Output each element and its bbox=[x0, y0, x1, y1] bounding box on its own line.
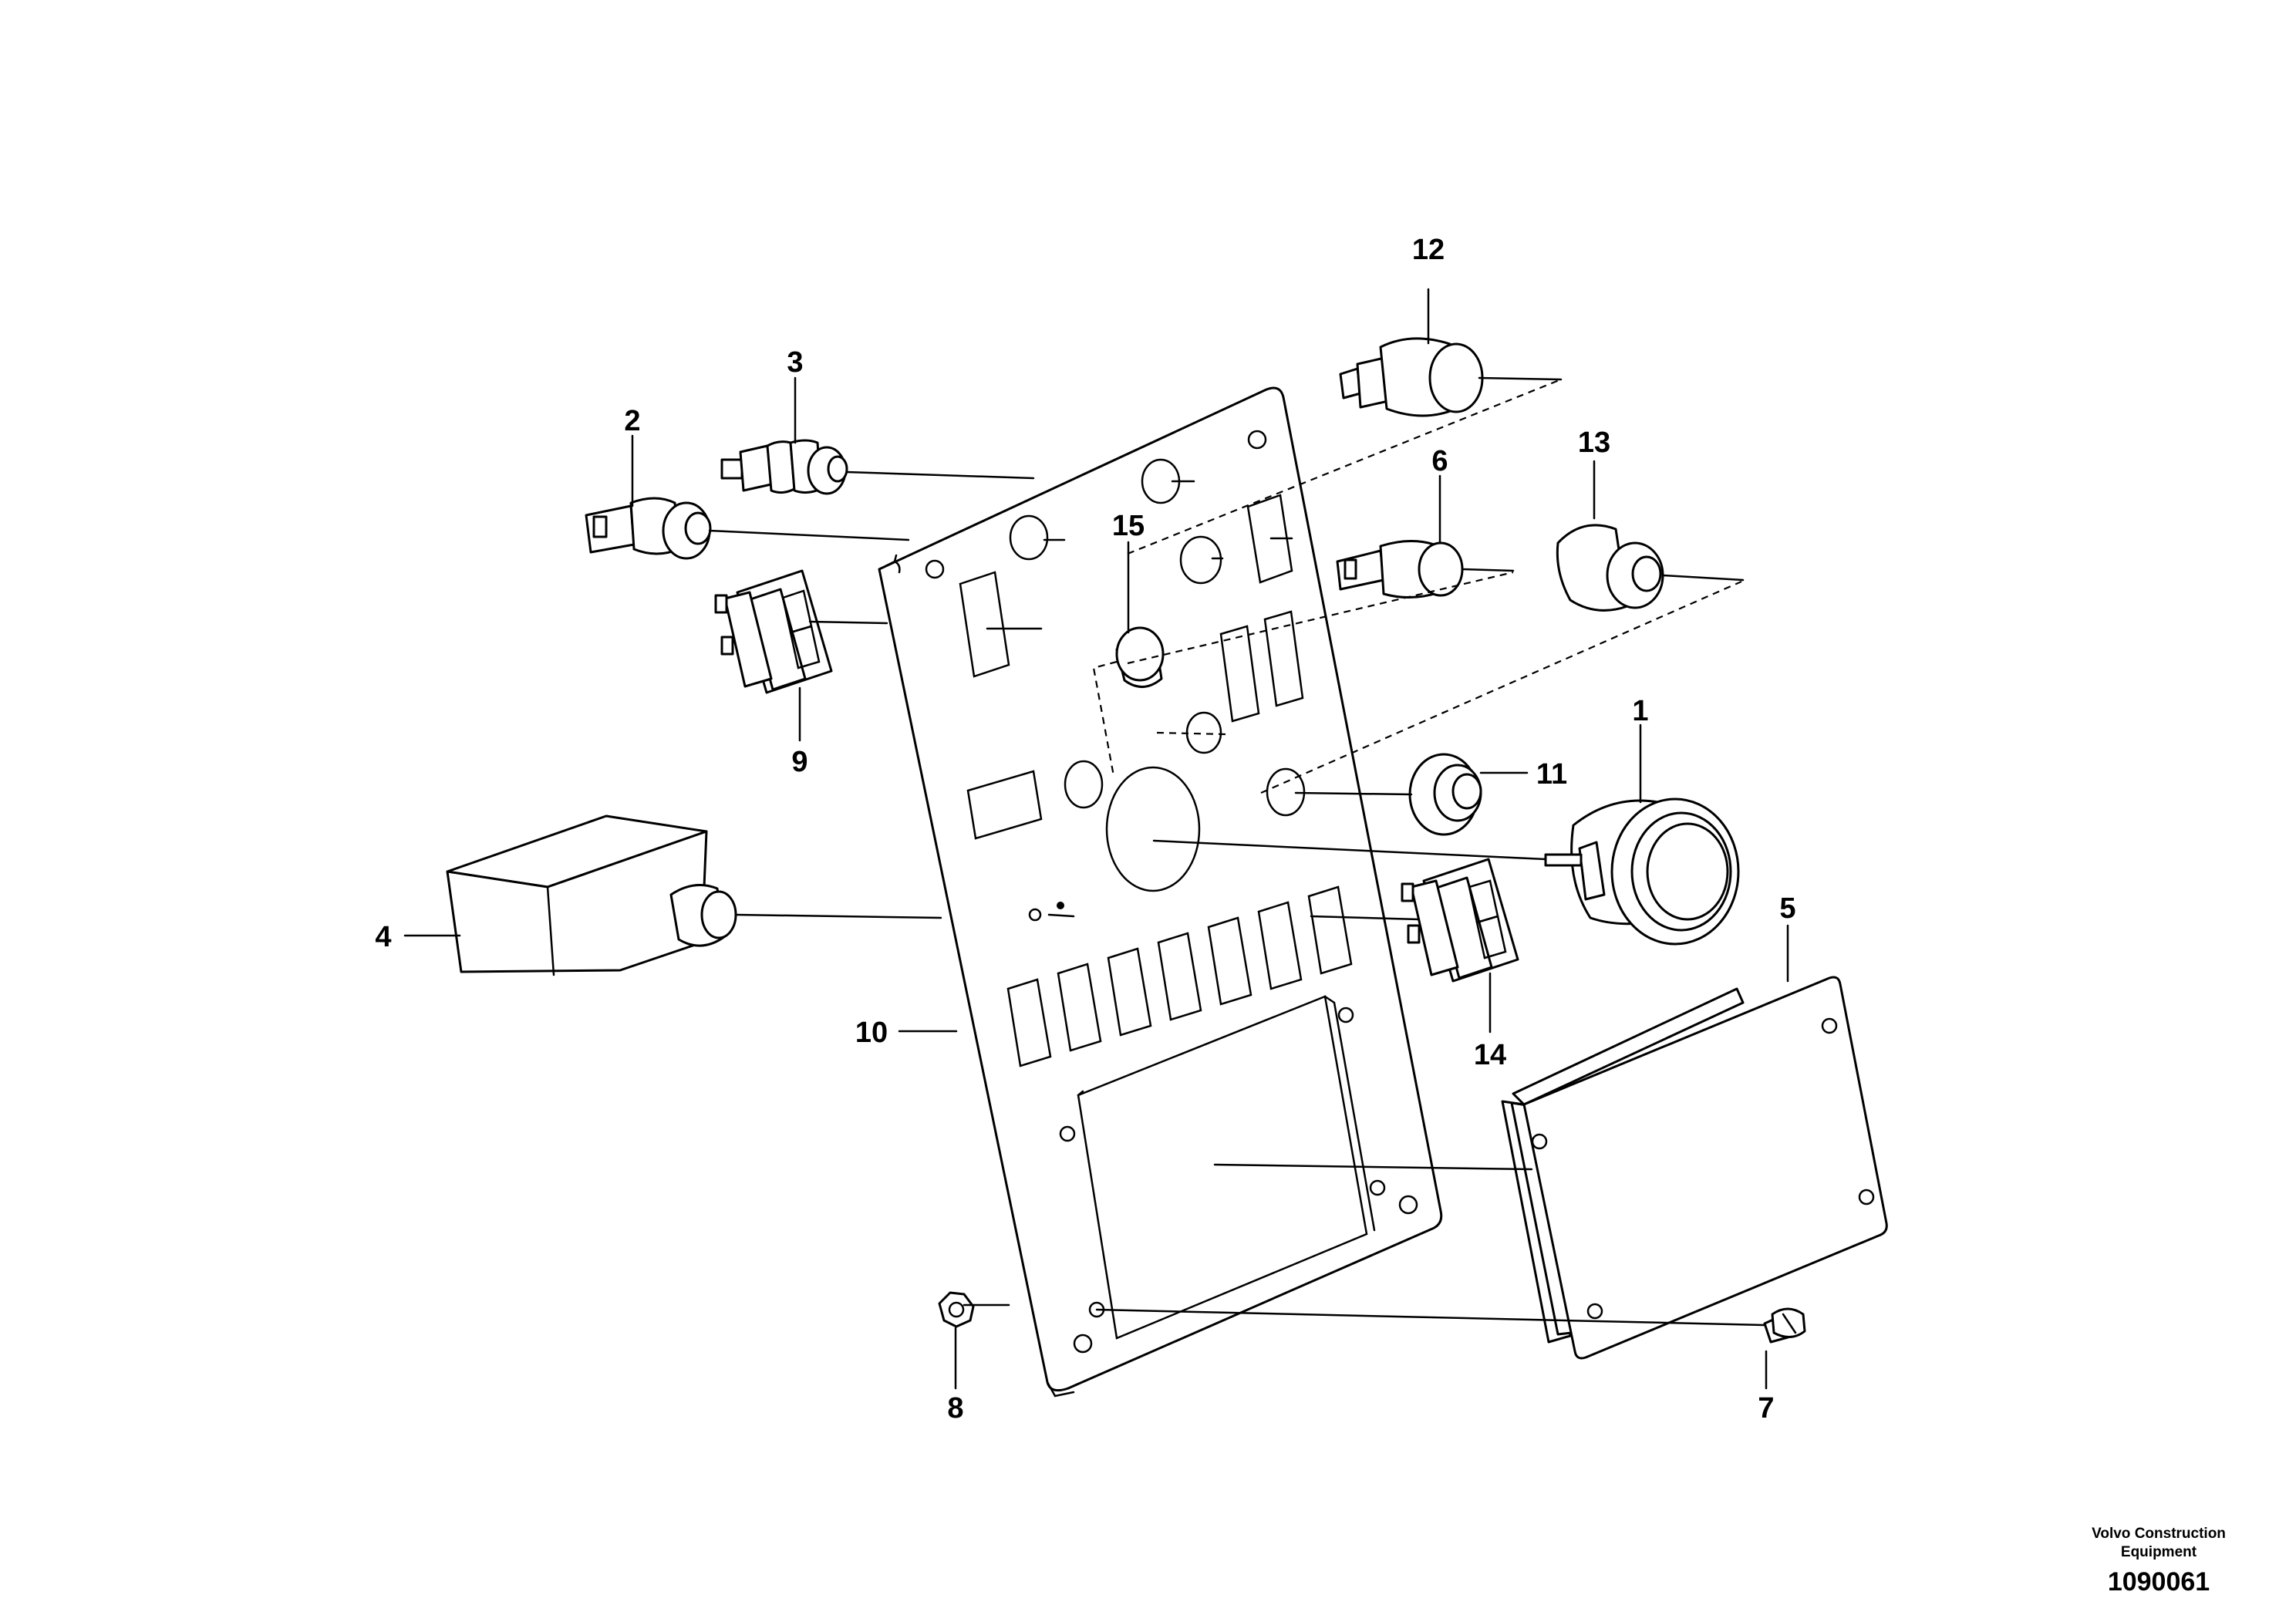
callout-7: 7 bbox=[1758, 1392, 1774, 1425]
callout-11: 11 bbox=[1536, 758, 1567, 791]
callout-6: 6 bbox=[1431, 445, 1448, 477]
organization-name: Volvo Construction Equipment bbox=[2092, 1526, 2226, 1560]
leader-lines bbox=[403, 288, 1789, 1390]
part-13-button-cap bbox=[1556, 524, 1664, 612]
callout-10: 10 bbox=[855, 1017, 888, 1049]
callout-4: 4 bbox=[375, 921, 391, 953]
part-14-rocker-switch bbox=[1401, 858, 1519, 983]
callout-labels: 1 2 3 4 5 6 7 8 9 10 11 12 13 14 15 bbox=[375, 234, 1795, 1425]
part-3-indicator-lamp bbox=[720, 439, 848, 495]
part-15-plug bbox=[1115, 626, 1165, 688]
callout-5: 5 bbox=[1779, 892, 1795, 925]
part-8-nut bbox=[938, 1291, 975, 1328]
assembly-lines bbox=[708, 376, 1766, 1327]
callout-15: 15 bbox=[1112, 510, 1145, 542]
callout-13: 13 bbox=[1578, 427, 1610, 459]
part-4-control-unit bbox=[446, 814, 737, 976]
drawing-credit-block: Volvo Construction Equipment 1090061 bbox=[2058, 1525, 2259, 1599]
callout-8: 8 bbox=[947, 1392, 963, 1425]
part-12-warning-lamp bbox=[1339, 337, 1484, 417]
callout-9: 9 bbox=[791, 746, 807, 778]
part-7-screw bbox=[1763, 1307, 1806, 1344]
instrument-panel-plate bbox=[878, 386, 1443, 1398]
part-2-indicator-lamp bbox=[585, 497, 712, 560]
callout-3: 3 bbox=[787, 346, 803, 379]
part-11-grommet bbox=[1408, 753, 1482, 836]
part-6-indicator-lamp bbox=[1336, 539, 1464, 599]
part-9-rocker-switch bbox=[714, 569, 833, 694]
part-1-gauge bbox=[1544, 798, 1740, 946]
drawing-number: 1090061 bbox=[2107, 1567, 2210, 1597]
part-5-display-module bbox=[1501, 976, 1888, 1360]
callout-12: 12 bbox=[1412, 234, 1445, 266]
callout-14: 14 bbox=[1474, 1039, 1506, 1071]
callout-1: 1 bbox=[1632, 695, 1648, 727]
callout-2: 2 bbox=[624, 405, 640, 437]
